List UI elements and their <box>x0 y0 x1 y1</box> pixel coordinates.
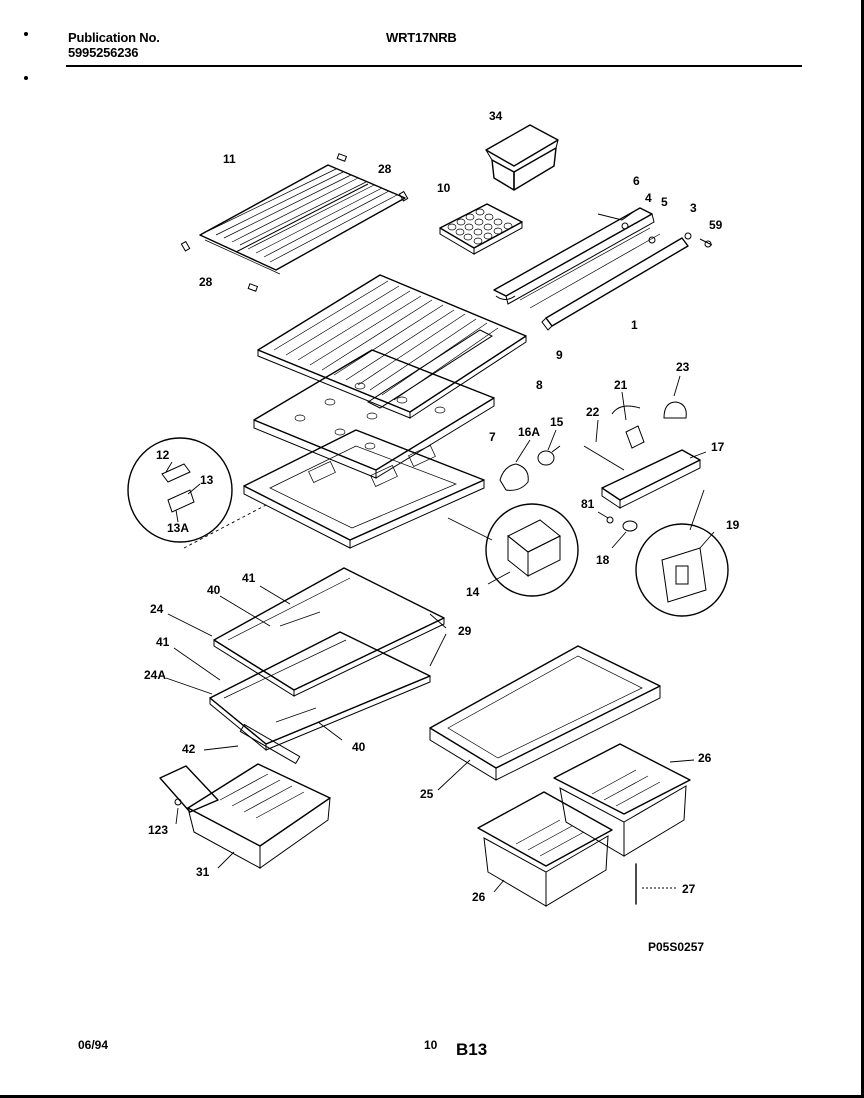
glass-shelf-upper <box>213 567 445 697</box>
crisper-drawer-right <box>553 743 695 857</box>
callout-14: 14 <box>466 585 480 599</box>
callout-13: 13 <box>200 473 214 487</box>
callout-22: 22 <box>586 405 600 419</box>
callout-81: 81 <box>581 497 595 511</box>
drawing-id: P05S0257 <box>648 940 704 954</box>
callout-24A: 24A <box>144 668 166 682</box>
detail-circle-knobs <box>127 437 233 543</box>
callout-17: 17 <box>711 440 725 454</box>
meat-keeper <box>159 723 331 869</box>
publication-number: 5995256236 <box>68 45 139 60</box>
callout-15: 15 <box>550 415 564 429</box>
callout-11: 11 <box>223 152 236 166</box>
wire-shelf <box>180 153 409 292</box>
crisper-cover-frame <box>257 274 527 419</box>
callout-5: 5 <box>661 195 668 209</box>
dairy-bin <box>485 124 559 191</box>
cover-support <box>253 349 495 479</box>
egg-tray <box>439 203 523 255</box>
callout-27: 27 <box>682 882 696 896</box>
callout-28: 28 <box>199 275 213 289</box>
callout-3: 3 <box>690 201 697 215</box>
callout-123: 123 <box>148 823 168 837</box>
callout-42: 42 <box>182 742 196 756</box>
crisper-drawer-left <box>477 791 613 907</box>
detail-circle-thermostat <box>447 503 579 597</box>
callout-19: 19 <box>726 518 740 532</box>
callout-10: 10 <box>437 181 451 195</box>
callout-18: 18 <box>596 553 610 567</box>
glass-shelf-lower <box>209 631 431 752</box>
callout-41: 41 <box>156 635 170 649</box>
callout-7: 7 <box>489 430 496 444</box>
callout-13A: 13A <box>167 521 189 535</box>
callout-6: 6 <box>633 174 640 188</box>
shelf-leaders <box>165 585 447 741</box>
callout-34: 34 <box>489 109 503 123</box>
callout-4: 4 <box>645 191 652 205</box>
callout-29: 29 <box>458 624 472 638</box>
callout-12: 12 <box>156 448 170 462</box>
callout-1: 1 <box>631 318 638 332</box>
control-parts <box>499 375 707 549</box>
callout-16A: 16A <box>518 425 540 439</box>
footer-section: B13 <box>456 1040 488 1059</box>
footer-page-number: 10 <box>424 1038 438 1052</box>
callout-9: 9 <box>556 348 563 362</box>
callout-26: 26 <box>698 751 712 765</box>
punch-mark <box>24 76 28 80</box>
callout-25: 25 <box>420 787 434 801</box>
support-rod <box>635 863 676 905</box>
footer-date: 06/94 <box>78 1038 109 1052</box>
callout-23: 23 <box>676 360 690 374</box>
callout-24: 24 <box>150 602 164 616</box>
model-number: WRT17NRB <box>386 30 457 45</box>
detail-circle-switch <box>635 489 729 617</box>
punch-mark <box>24 32 28 36</box>
crisper-shelf <box>429 645 661 791</box>
callout-41: 41 <box>242 571 256 585</box>
callout-labels: 11 28 28 34 10 6 4 5 3 59 1 9 8 21 23 22… <box>144 109 740 954</box>
callout-40: 40 <box>352 740 366 754</box>
publication-label: Publication No. <box>68 30 160 45</box>
callout-8: 8 <box>536 378 543 392</box>
callout-31: 31 <box>196 865 210 879</box>
callout-26: 26 <box>472 890 486 904</box>
cover-rails <box>493 207 713 331</box>
control-housing <box>183 429 485 549</box>
callout-59: 59 <box>709 218 723 232</box>
header-rule <box>66 65 802 67</box>
callout-28: 28 <box>378 162 392 176</box>
callout-21: 21 <box>614 378 628 392</box>
callout-40: 40 <box>207 583 221 597</box>
